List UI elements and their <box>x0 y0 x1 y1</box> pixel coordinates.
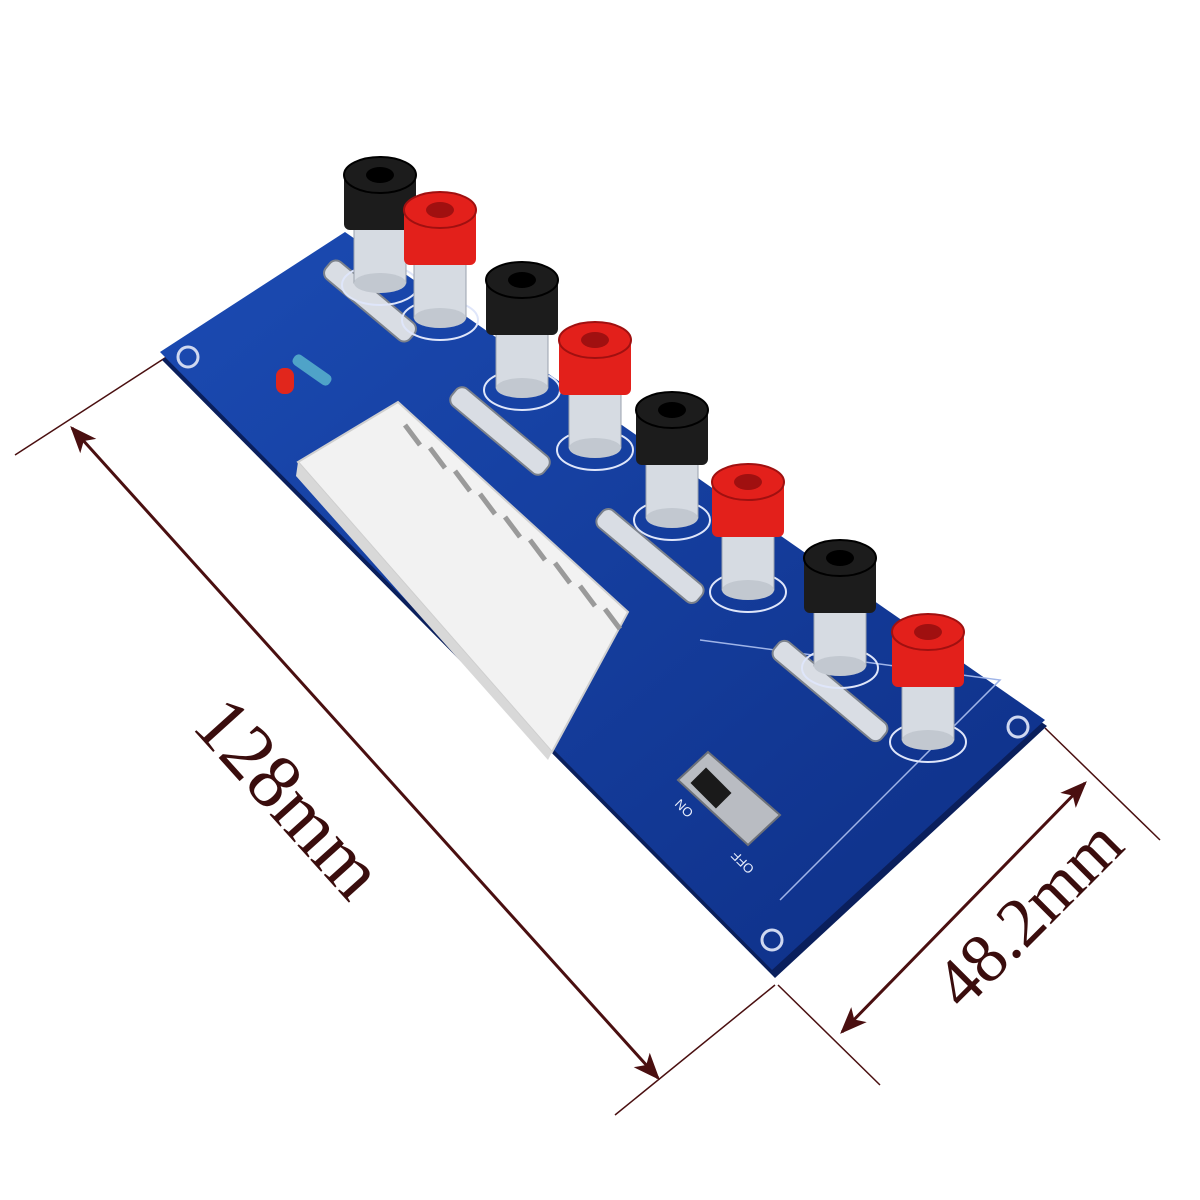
extension-lines <box>14 355 1161 1116</box>
resistor <box>292 354 332 386</box>
black-binding-post <box>483 261 561 411</box>
black-binding-post <box>801 539 879 689</box>
length-label: 128mm <box>178 680 402 915</box>
mounting-hole <box>760 928 784 952</box>
red-binding-post <box>401 191 479 341</box>
red-binding-post <box>889 613 967 763</box>
mounting-hole <box>1006 715 1030 739</box>
width-dimension-line <box>840 781 1087 1034</box>
mounting-hole <box>176 345 200 369</box>
red-binding-post <box>709 463 787 613</box>
led <box>276 368 294 394</box>
black-binding-post <box>341 156 419 306</box>
width-label: 48.2mm <box>920 805 1138 1023</box>
binding-posts <box>341 156 967 763</box>
length-dimension-line <box>70 425 660 1081</box>
power-switch: ON OFF <box>672 750 782 877</box>
